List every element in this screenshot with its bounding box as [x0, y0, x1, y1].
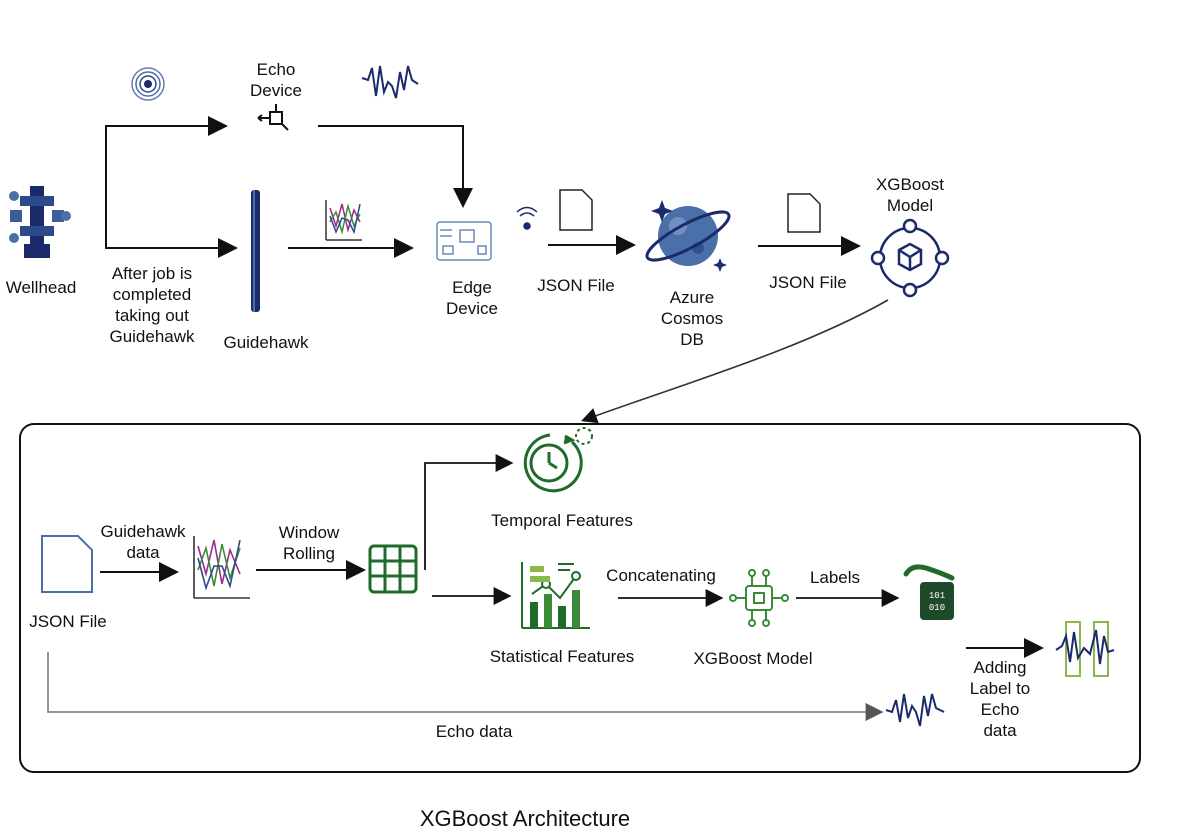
arrow-xgboost-pipeline: [580, 299, 889, 424]
temporal-features-label: Temporal Features: [491, 511, 633, 530]
svg-text:101: 101: [929, 591, 945, 601]
xgboost-model-icon: [870, 218, 950, 298]
labels-binary-icon: 101 010: [903, 564, 955, 620]
xgboost-chip-icon: [729, 569, 789, 627]
concatenating-label: Concatenating: [606, 566, 716, 585]
json-document-icon-3: [41, 535, 93, 593]
json-file-label-2: JSON File: [769, 273, 847, 292]
labels-label: Labels: [809, 568, 861, 587]
wellhead-label: Wellhead: [5, 278, 77, 297]
guidehawk-data-label: Guidehawk data: [100, 522, 186, 562]
guidehawk-icon: [251, 190, 260, 312]
xgboost-model-pipeline-label: XGBoost Model: [693, 649, 813, 668]
json-document-icon-1: [559, 189, 593, 231]
adding-label-label: Adding Label to Echo data: [969, 658, 1031, 740]
labeled-echo-waveform-icon: [1055, 621, 1115, 677]
guidehawk-chart-icon: [325, 200, 362, 241]
window-rolling-label: Window Rolling: [278, 523, 340, 563]
json-document-icon-2: [787, 193, 821, 233]
diagram-caption: XGBoost Architecture: [419, 806, 631, 831]
statistical-chart-icon: [521, 562, 590, 629]
guidehawk-data-chart-icon: [193, 536, 250, 599]
arrow-wellhead-guidehawk: [105, 232, 238, 258]
echo-waveform-icon: [361, 65, 419, 99]
azure-cosmos-label: Azure Cosmos DB: [660, 288, 724, 349]
xgboost-model-label: XGBoost Model: [875, 175, 945, 215]
signal-rings-icon: [131, 67, 165, 101]
temporal-clock-icon: [523, 427, 593, 493]
svg-text:010: 010: [929, 603, 945, 613]
echo-device-icon: [257, 104, 289, 131]
arrow-echo-data: [47, 652, 884, 721]
after-job-label: After job is completed taking out Guideh…: [109, 264, 195, 346]
json-file-label-1: JSON File: [537, 276, 615, 295]
echo-device-label: Echo Device: [250, 60, 302, 100]
guidehawk-label: Guidehawk: [223, 333, 309, 352]
pipeline-json-file-label: JSON File: [29, 612, 107, 631]
statistical-features-label: Statistical Features: [489, 647, 635, 666]
echo-data-label: Echo data: [435, 722, 513, 741]
arrow-grid-temporal: [424, 454, 514, 570]
wireless-signal-icon: [516, 206, 538, 230]
arrow-echo-edge: [318, 125, 473, 208]
pipeline-frame: [19, 423, 1141, 773]
echo-data-waveform-icon: [885, 693, 945, 727]
wellhead-icon: [9, 186, 71, 258]
edge-device-label: Edge Device: [446, 278, 498, 318]
arrow-wellhead-echo: [105, 116, 228, 232]
window-grid-icon: [368, 544, 418, 594]
edge-device-icon: [436, 221, 492, 261]
azure-cosmos-icon: [645, 200, 731, 272]
